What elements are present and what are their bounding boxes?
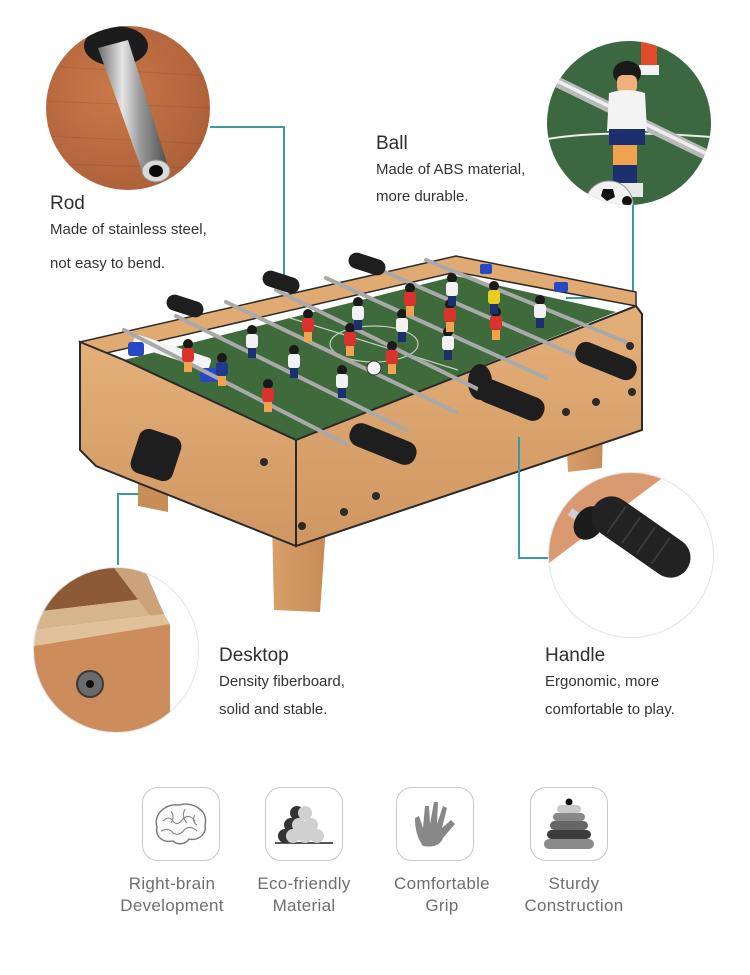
desktop-description-line-2: solid and stable. (219, 701, 328, 718)
fiberboard-icon (34, 568, 170, 732)
benefit-comfortable-grip-label: Comfortable Grip (394, 874, 490, 915)
ball-closeup-photo (547, 41, 711, 205)
desktop-leader-line (117, 493, 139, 565)
rod-leader-line (210, 126, 285, 278)
ball-title: Ball (376, 133, 408, 154)
benefit-eco-friendly-label: Eco-friendly Material (257, 874, 351, 915)
handle-description-line-1: Ergonomic, more (545, 673, 660, 690)
stacking-rings-icon (544, 798, 594, 849)
ball-description-line-2: more durable. (376, 188, 469, 205)
benefit-eco-friendly (265, 787, 343, 861)
handle-leader-line (518, 437, 550, 559)
benefit-right-brain-label: Right-brain Development (120, 874, 224, 915)
player-and-ball-icon (547, 41, 711, 205)
desktop-title: Desktop (219, 645, 289, 666)
rod-description-line-1: Made of stainless steel, (50, 221, 207, 238)
foosball-table-icon (77, 252, 643, 612)
handle-closeup-photo (548, 472, 714, 638)
steel-rod-icon (46, 26, 210, 183)
ball-description-line-1: Made of ABS material, (376, 161, 526, 178)
benefit-right-brain (142, 787, 220, 861)
brain-icon (155, 803, 207, 845)
desktop-description-line-1: Density fiberboard, (219, 673, 345, 690)
foosball-table-photo (76, 250, 646, 620)
rod-description-line-2: not easy to bend. (50, 255, 166, 272)
benefit-sturdy-construction-label: Sturdy Construction (524, 874, 624, 915)
desktop-closeup-photo (33, 567, 199, 733)
handle-description-line-2: comfortable to play. (545, 701, 675, 718)
log-pile-icon (275, 806, 333, 844)
rubber-handle-icon (549, 473, 691, 578)
rod-closeup-photo (46, 26, 210, 190)
benefit-sturdy-construction (530, 787, 608, 861)
benefit-comfortable-grip (396, 787, 474, 861)
hand-icon (415, 802, 455, 847)
rod-title: Rod (50, 193, 85, 214)
handle-title: Handle (545, 645, 606, 666)
